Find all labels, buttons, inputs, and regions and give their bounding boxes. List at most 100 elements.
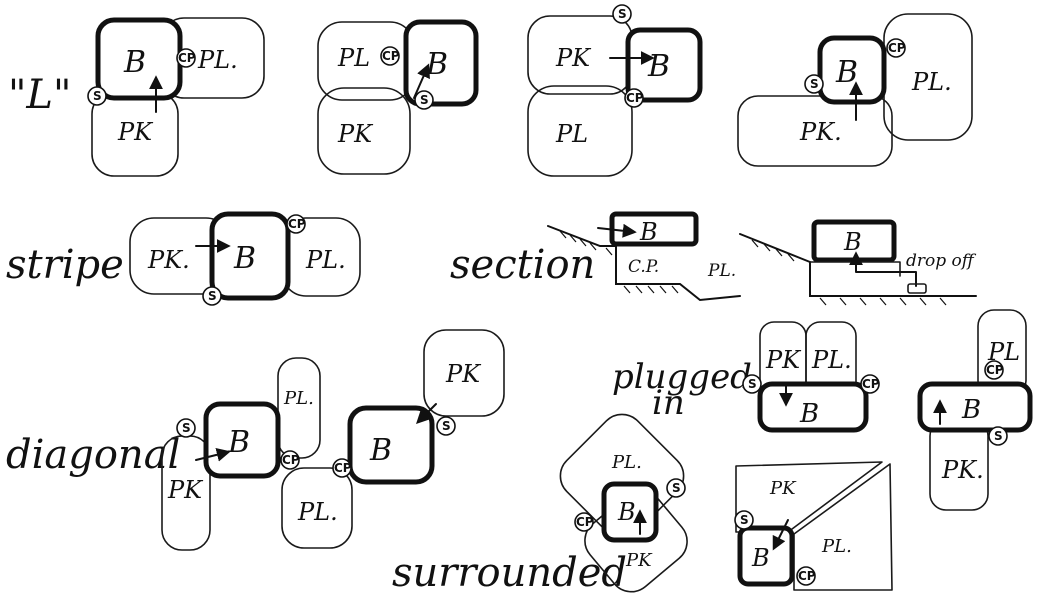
- plugged-in-example-2: B PL PK. CP S: [917, 309, 1033, 511]
- building-label: B: [835, 55, 858, 90]
- entry-arrow: [413, 63, 430, 99]
- service-label: S: [994, 429, 1003, 443]
- plaza-alt-label: PL.: [197, 46, 238, 74]
- parking-alt-label: PK.: [941, 456, 984, 484]
- cp-marker: [280, 450, 300, 470]
- service-label: S: [442, 419, 451, 433]
- building-block: [403, 19, 479, 107]
- cp-marker: [176, 48, 196, 68]
- service-label: S: [93, 89, 102, 103]
- service-marker: [666, 478, 686, 498]
- building-label: B: [647, 49, 670, 84]
- cp-marker: [624, 88, 644, 108]
- building-label: B: [961, 395, 981, 425]
- building-block: [817, 35, 887, 105]
- cp-label: CP: [334, 461, 352, 475]
- section-example-2: B drop off: [739, 219, 977, 306]
- plugged-in-example-1: B PK PL. S CP: [742, 321, 880, 433]
- service-marker: [176, 418, 196, 438]
- cp-label: CP: [178, 51, 196, 65]
- service-marker: [414, 90, 434, 110]
- entry-arrow: [597, 223, 637, 238]
- plaza-zone: [527, 85, 633, 177]
- plaza-alt-label: PL.: [811, 346, 852, 374]
- car-icon: [907, 283, 927, 294]
- l-example-3: B PK PL S CP: [527, 4, 703, 177]
- building-label: B: [425, 47, 448, 82]
- building-label: B: [227, 425, 250, 460]
- section-label: section: [450, 242, 595, 288]
- parking-label: PK: [555, 44, 592, 72]
- surrounded-example-2: B PK PL. S CP: [734, 461, 893, 591]
- service-label: S: [618, 7, 627, 21]
- cp-marker: [286, 214, 306, 234]
- building-label: B: [639, 218, 658, 246]
- plaza-label: PL: [337, 44, 370, 72]
- plaza-alt-label: PL.: [297, 498, 338, 526]
- building-block: [347, 405, 435, 485]
- service-marker: [202, 286, 222, 306]
- diagonal-example-2: B PK PL. S CP: [281, 329, 505, 549]
- stripe-title: stripe: [6, 242, 124, 288]
- parking-alt-label: PK.: [147, 246, 190, 274]
- cp-marker: [332, 458, 352, 478]
- plaza-zone: [281, 467, 353, 549]
- building-label: B: [799, 399, 819, 429]
- service-marker: [804, 74, 824, 94]
- service-label: S: [748, 377, 757, 391]
- diagonal-title: diagonal: [6, 432, 180, 478]
- building-label: B: [751, 544, 770, 572]
- plugged-in-title: plugged in: [612, 357, 752, 423]
- stripe-label: stripe: [6, 242, 124, 288]
- building-label: B: [123, 45, 146, 80]
- service-label: S: [420, 93, 429, 107]
- parking-zone: [317, 87, 411, 175]
- plaza-alt-label: PL.: [611, 452, 642, 473]
- cp-label: CP: [626, 91, 644, 105]
- parking-label: PK: [445, 360, 482, 388]
- parking-label: PK: [625, 550, 653, 571]
- service-label: S: [810, 77, 819, 91]
- section-example-1: B C.P. PL.: [547, 211, 741, 302]
- service-marker: [436, 416, 456, 436]
- plaza-alt-label: PL.: [707, 261, 736, 281]
- cp-label: CP: [986, 363, 1004, 377]
- cp-label: CP: [382, 49, 400, 63]
- stripe-example: B PK. PL. S CP: [129, 211, 361, 306]
- cp-marker: [860, 374, 880, 394]
- in-label: in: [652, 383, 685, 423]
- plaza-label: PL: [555, 120, 588, 148]
- service-label: S: [672, 481, 681, 495]
- service-marker: [734, 510, 754, 530]
- entry-arrow: [416, 403, 437, 424]
- surrounded-title: surrounded: [392, 550, 627, 596]
- parking-zone: [735, 461, 883, 533]
- parking-label: PK: [765, 346, 802, 374]
- plaza-alt-label: PL.: [305, 246, 346, 274]
- service-marker: [988, 426, 1008, 446]
- diagonal-example-1: B PL. PK S CP: [161, 357, 321, 551]
- cp-marker: [796, 566, 816, 586]
- service-label: S: [182, 421, 191, 435]
- cp-marker: [574, 512, 594, 532]
- service-marker: [742, 374, 762, 394]
- plaza-alt-label: PL.: [283, 388, 314, 409]
- building-block: [917, 381, 1033, 433]
- building-label: B: [233, 241, 256, 276]
- parking-zone: [423, 329, 505, 417]
- l-example-4: B PL. PK. S CP: [737, 13, 973, 167]
- service-marker: [87, 86, 107, 106]
- building-label: B: [369, 433, 392, 468]
- terrain-line: [547, 225, 741, 302]
- cp-marker: [886, 38, 906, 58]
- cp-label: CP: [798, 569, 816, 583]
- l-shape-title: "L": [8, 72, 71, 118]
- building-block: [601, 481, 659, 543]
- L-label: "L": [8, 72, 71, 118]
- parking-label: PK: [117, 118, 154, 146]
- car-park-label: C.P.: [628, 257, 659, 277]
- cp-label: CP: [862, 377, 880, 391]
- section-title: section: [450, 242, 595, 288]
- service-label: S: [740, 513, 749, 527]
